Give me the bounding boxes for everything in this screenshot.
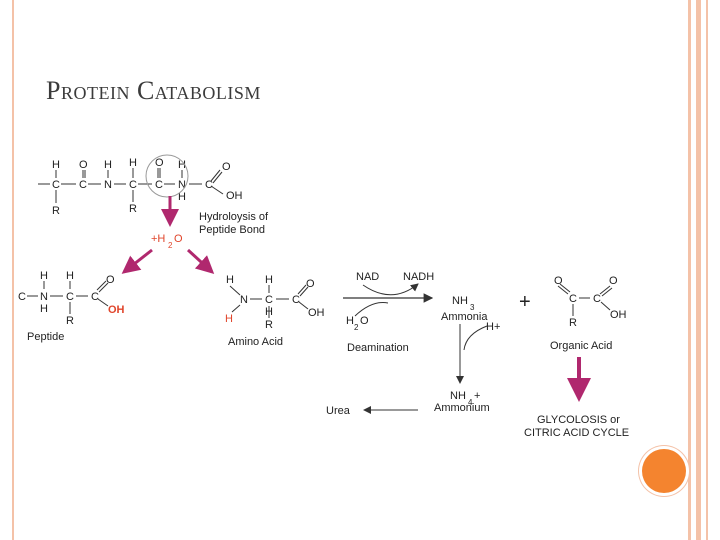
svg-text:O: O xyxy=(554,275,563,287)
amino-acid: H H O N C C H R OH H Amino Acid xyxy=(225,274,325,348)
svg-text:O: O xyxy=(106,274,115,286)
svg-text:C: C xyxy=(18,291,26,303)
svg-text:N: N xyxy=(240,294,248,306)
svg-text:H: H xyxy=(226,274,234,286)
atom-h: H xyxy=(178,159,186,171)
ammonium: NH 4 + Ammonium xyxy=(434,390,490,414)
svg-text:H: H xyxy=(66,270,74,282)
svg-text:C: C xyxy=(66,291,74,303)
atom-h: H xyxy=(129,157,137,169)
svg-text:NH: NH xyxy=(452,295,468,307)
svg-text:4: 4 xyxy=(468,398,473,407)
nad-label: NAD xyxy=(356,271,379,283)
svg-text:R: R xyxy=(265,319,273,331)
water-label: +H 2 O xyxy=(151,233,183,250)
svg-text:O: O xyxy=(306,278,315,290)
svg-text:R: R xyxy=(569,317,577,329)
svg-text:H+: H+ xyxy=(486,321,500,333)
amino-acid-caption: Amino Acid xyxy=(228,336,283,348)
svg-text:OH: OH xyxy=(610,309,627,321)
svg-text:O: O xyxy=(174,233,183,245)
peptide-bonds xyxy=(27,280,109,314)
atom-c: C xyxy=(205,179,213,191)
atom-r: R xyxy=(129,203,137,215)
atom-n: N xyxy=(104,179,112,191)
svg-text:3: 3 xyxy=(470,303,475,312)
peptide-product: H H O C N C C H R OH Peptide xyxy=(18,270,125,343)
deamination-water: H 2 O xyxy=(346,315,369,332)
hydrolysis-label: Peptide Bond xyxy=(199,224,265,236)
atom-c: C xyxy=(79,179,87,191)
svg-text:N: N xyxy=(40,291,48,303)
svg-text:NH: NH xyxy=(450,390,466,402)
svg-text:O: O xyxy=(609,275,618,287)
urea-label: Urea xyxy=(326,405,351,417)
atom-c: C xyxy=(155,179,163,191)
cycle-label: GLYCOLOSIS or xyxy=(537,414,620,426)
svg-text:H: H xyxy=(346,315,354,327)
svg-text:C: C xyxy=(593,293,601,305)
top-peptide-bonds xyxy=(38,168,224,203)
h-added: H xyxy=(225,313,233,325)
svg-text:C: C xyxy=(91,291,99,303)
oh-added: OH xyxy=(108,304,125,316)
bond-highlight-circle xyxy=(145,154,189,198)
hydrolysis-label: Hydroloysis of xyxy=(199,211,269,223)
nadh-label: NADH xyxy=(403,271,434,283)
ammonia: NH 3 Ammonia H+ xyxy=(441,295,500,333)
water-curve xyxy=(354,302,389,317)
plus-sign: + xyxy=(519,291,531,313)
svg-text:C: C xyxy=(569,293,577,305)
organic-acid-bonds xyxy=(557,283,613,316)
atom-oh: OH xyxy=(226,190,243,202)
left-border-line xyxy=(12,0,14,540)
amino-acid-bonds xyxy=(229,284,309,318)
right-border-inner xyxy=(696,0,701,540)
svg-text:2: 2 xyxy=(168,241,173,250)
cycle-label: CITRIC ACID CYCLE xyxy=(524,427,629,439)
atom-h: H xyxy=(52,159,60,171)
svg-text:H: H xyxy=(265,274,273,286)
peptide-caption: Peptide xyxy=(27,331,64,343)
atom-o: O xyxy=(155,157,164,169)
split-arrow-left xyxy=(121,248,153,274)
deamination-caption: Deamination xyxy=(347,342,409,354)
right-border-outer2 xyxy=(706,0,708,540)
svg-text:Ammonium: Ammonium xyxy=(434,402,490,414)
svg-text:OH: OH xyxy=(308,307,325,319)
accent-dot xyxy=(642,449,686,493)
h-plus-curve xyxy=(463,325,488,351)
svg-text:Ammonia: Ammonia xyxy=(441,311,488,323)
organic-acid-caption: Organic Acid xyxy=(550,340,612,352)
atom-o: O xyxy=(222,161,231,173)
svg-text:H: H xyxy=(40,303,48,315)
svg-text:2: 2 xyxy=(354,323,359,332)
svg-text:C: C xyxy=(265,294,273,306)
top-peptide-chain: H O H H O H O C C N C C N C H R R OH xyxy=(52,157,243,217)
svg-text:R: R xyxy=(66,315,74,327)
right-border-outer xyxy=(688,0,691,540)
atom-h: H xyxy=(178,191,186,203)
svg-text:H: H xyxy=(40,270,48,282)
atom-c: C xyxy=(52,179,60,191)
split-arrow-right xyxy=(186,248,215,275)
svg-text:+H: +H xyxy=(151,233,165,245)
atom-c: C xyxy=(129,179,137,191)
svg-text:+: + xyxy=(474,390,480,402)
atom-n: N xyxy=(178,179,186,191)
atom-h: H xyxy=(104,159,112,171)
svg-text:C: C xyxy=(292,294,300,306)
organic-acid: O O C C R OH Organic Acid xyxy=(550,275,627,352)
atom-o: O xyxy=(79,159,88,171)
page-title: Protein Catabolism xyxy=(46,76,261,105)
nad-curve-arrow xyxy=(362,283,419,296)
svg-text:O: O xyxy=(360,315,369,327)
atom-r: R xyxy=(52,205,60,217)
